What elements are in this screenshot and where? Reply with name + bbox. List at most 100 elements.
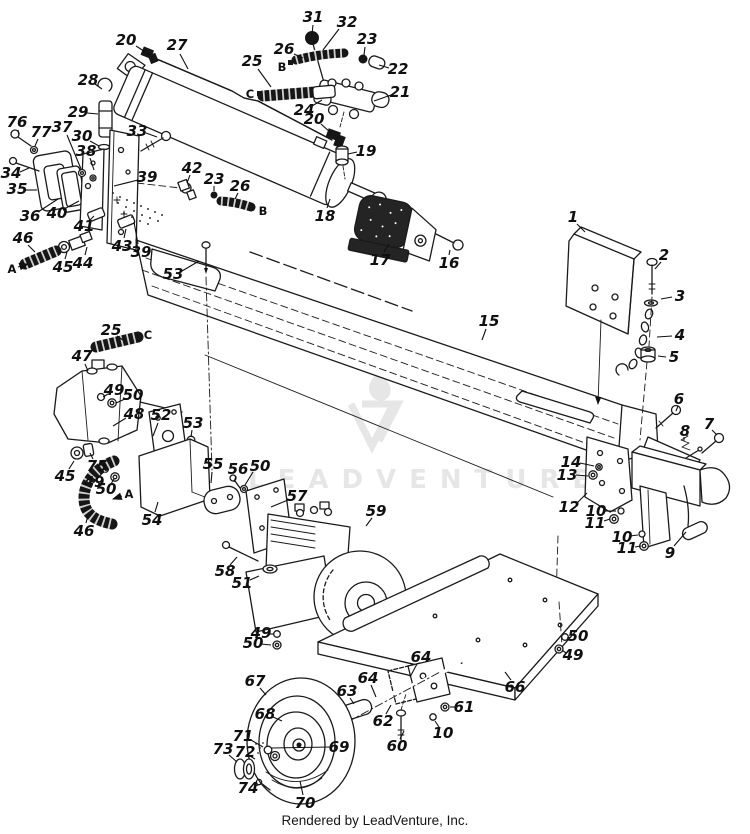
part-label-64: 64 [358, 669, 379, 687]
part-label-72: 72 [235, 743, 256, 761]
part-label-14: 14 [561, 453, 582, 471]
wedge-alignment-arrow [595, 319, 602, 405]
label-leader-50 [260, 643, 272, 646]
part-label-17: 17 [370, 251, 391, 269]
label-leader-41 [88, 215, 95, 222]
hose-26-top [288, 47, 349, 66]
part-label-27: 27 [167, 36, 188, 54]
label-leader-50 [115, 398, 126, 404]
part-label-13: 13 [557, 466, 578, 484]
part-label-5: 5 [669, 348, 679, 366]
leadventure-watermark: LEADVENTURE [248, 371, 590, 495]
part-label-36: 36 [20, 207, 41, 225]
part-label-39: 39 [137, 168, 158, 186]
part-label-46: 46 [12, 229, 34, 247]
label-leader-20 [320, 123, 331, 133]
beam-handle-cutout [515, 390, 595, 424]
slide-plate [150, 248, 221, 292]
part-label-77: 77 [31, 123, 52, 141]
label-leader-76 [17, 129, 20, 136]
part-label-29: 29 [68, 103, 89, 121]
part-label-53: 53 [163, 265, 184, 283]
plate-slot [342, 555, 490, 632]
part-label-73: 73 [213, 740, 234, 758]
label-leader-66 [504, 671, 512, 681]
mount-plate-39 [106, 129, 140, 251]
part-label-28: 28 [78, 71, 99, 89]
breather-fitting-42 [136, 178, 218, 201]
label-leader-46 [85, 514, 89, 524]
part-label-51: 51 [232, 574, 253, 592]
part-label-18: 18 [315, 207, 336, 225]
part-label-34: 34 [1, 164, 22, 182]
part-label-61: 61 [454, 698, 475, 716]
part-label-49: 49 [250, 624, 272, 642]
valve-handle-knob-31 [305, 31, 319, 45]
bolt-2 [646, 257, 658, 295]
part-label-58: 58 [215, 562, 236, 580]
washer-50-plate [561, 633, 569, 641]
fitting-22 [368, 55, 386, 70]
part-label-60: 60 [387, 737, 408, 755]
label-leader-56 [233, 475, 237, 483]
label-leader-26 [293, 53, 304, 59]
hose-46-bottom [77, 455, 120, 530]
part-label-24: 24 [294, 101, 315, 119]
part-label-4: 4 [674, 326, 685, 344]
main-beam-15 [135, 239, 659, 498]
label-leader-49 [98, 470, 105, 478]
part-label-C: C [144, 328, 152, 342]
part-label-76: 76 [7, 113, 28, 131]
label-leader-29 [86, 112, 99, 115]
label-leader-30 [89, 140, 100, 147]
label-leader-40 [63, 200, 80, 210]
label-leader-59 [365, 517, 373, 527]
label-leader-72 [249, 755, 256, 760]
label-leader-42 [186, 174, 191, 184]
part-label-43: 43 [111, 237, 133, 255]
washer-49 [96, 392, 106, 402]
part-label-56: 56 [228, 460, 249, 478]
label-leader-62 [385, 704, 392, 715]
part-label-50: 50 [243, 634, 264, 652]
part-label-48: 48 [123, 405, 145, 423]
label-leader-53 [181, 260, 200, 272]
label-leader-A [111, 492, 123, 500]
label-leader-4 [656, 335, 673, 338]
part-label-37: 37 [52, 118, 73, 136]
part-label-26: 26 [230, 177, 251, 195]
label-leader-64 [409, 663, 418, 678]
label-leader-17 [383, 243, 390, 253]
fittings-41-43-44-45 [57, 207, 136, 254]
part-label-39: 39 [131, 243, 152, 261]
spring-pin-8 [679, 432, 691, 451]
nut-50 [107, 398, 117, 408]
hose-46-top [19, 245, 62, 270]
part-label-69: 69 [329, 738, 350, 756]
part-label-57: 57 [287, 487, 308, 505]
label-leader-15 [481, 328, 487, 341]
part-label-49: 49 [83, 473, 105, 491]
diagram-art [8, 31, 731, 805]
label-leader-16 [448, 249, 451, 256]
bolt-58 [221, 540, 259, 562]
cylinder-mount-parts [97, 77, 113, 151]
part-label-16: 16 [439, 254, 460, 272]
part-label-10: 10 [433, 724, 454, 742]
fuel-cap [262, 564, 278, 574]
part-label-74: 74 [238, 779, 259, 797]
label-leader-18 [326, 198, 331, 209]
hose-end-marker-b [288, 60, 293, 65]
label-leader-64 [370, 684, 377, 698]
label-leader-20 [135, 45, 151, 56]
label-leader-51 [249, 575, 260, 581]
label-leader-46 [27, 244, 36, 253]
part-label-20: 20 [116, 31, 137, 49]
part-label-33: 33 [127, 122, 148, 140]
label-leader-13 [575, 474, 589, 477]
part-label-7: 7 [704, 415, 715, 433]
part-label-26: 26 [274, 40, 295, 58]
label-leader-52 [152, 422, 159, 437]
label-leader-68 [272, 716, 283, 722]
part-label-41: 41 [73, 217, 95, 235]
